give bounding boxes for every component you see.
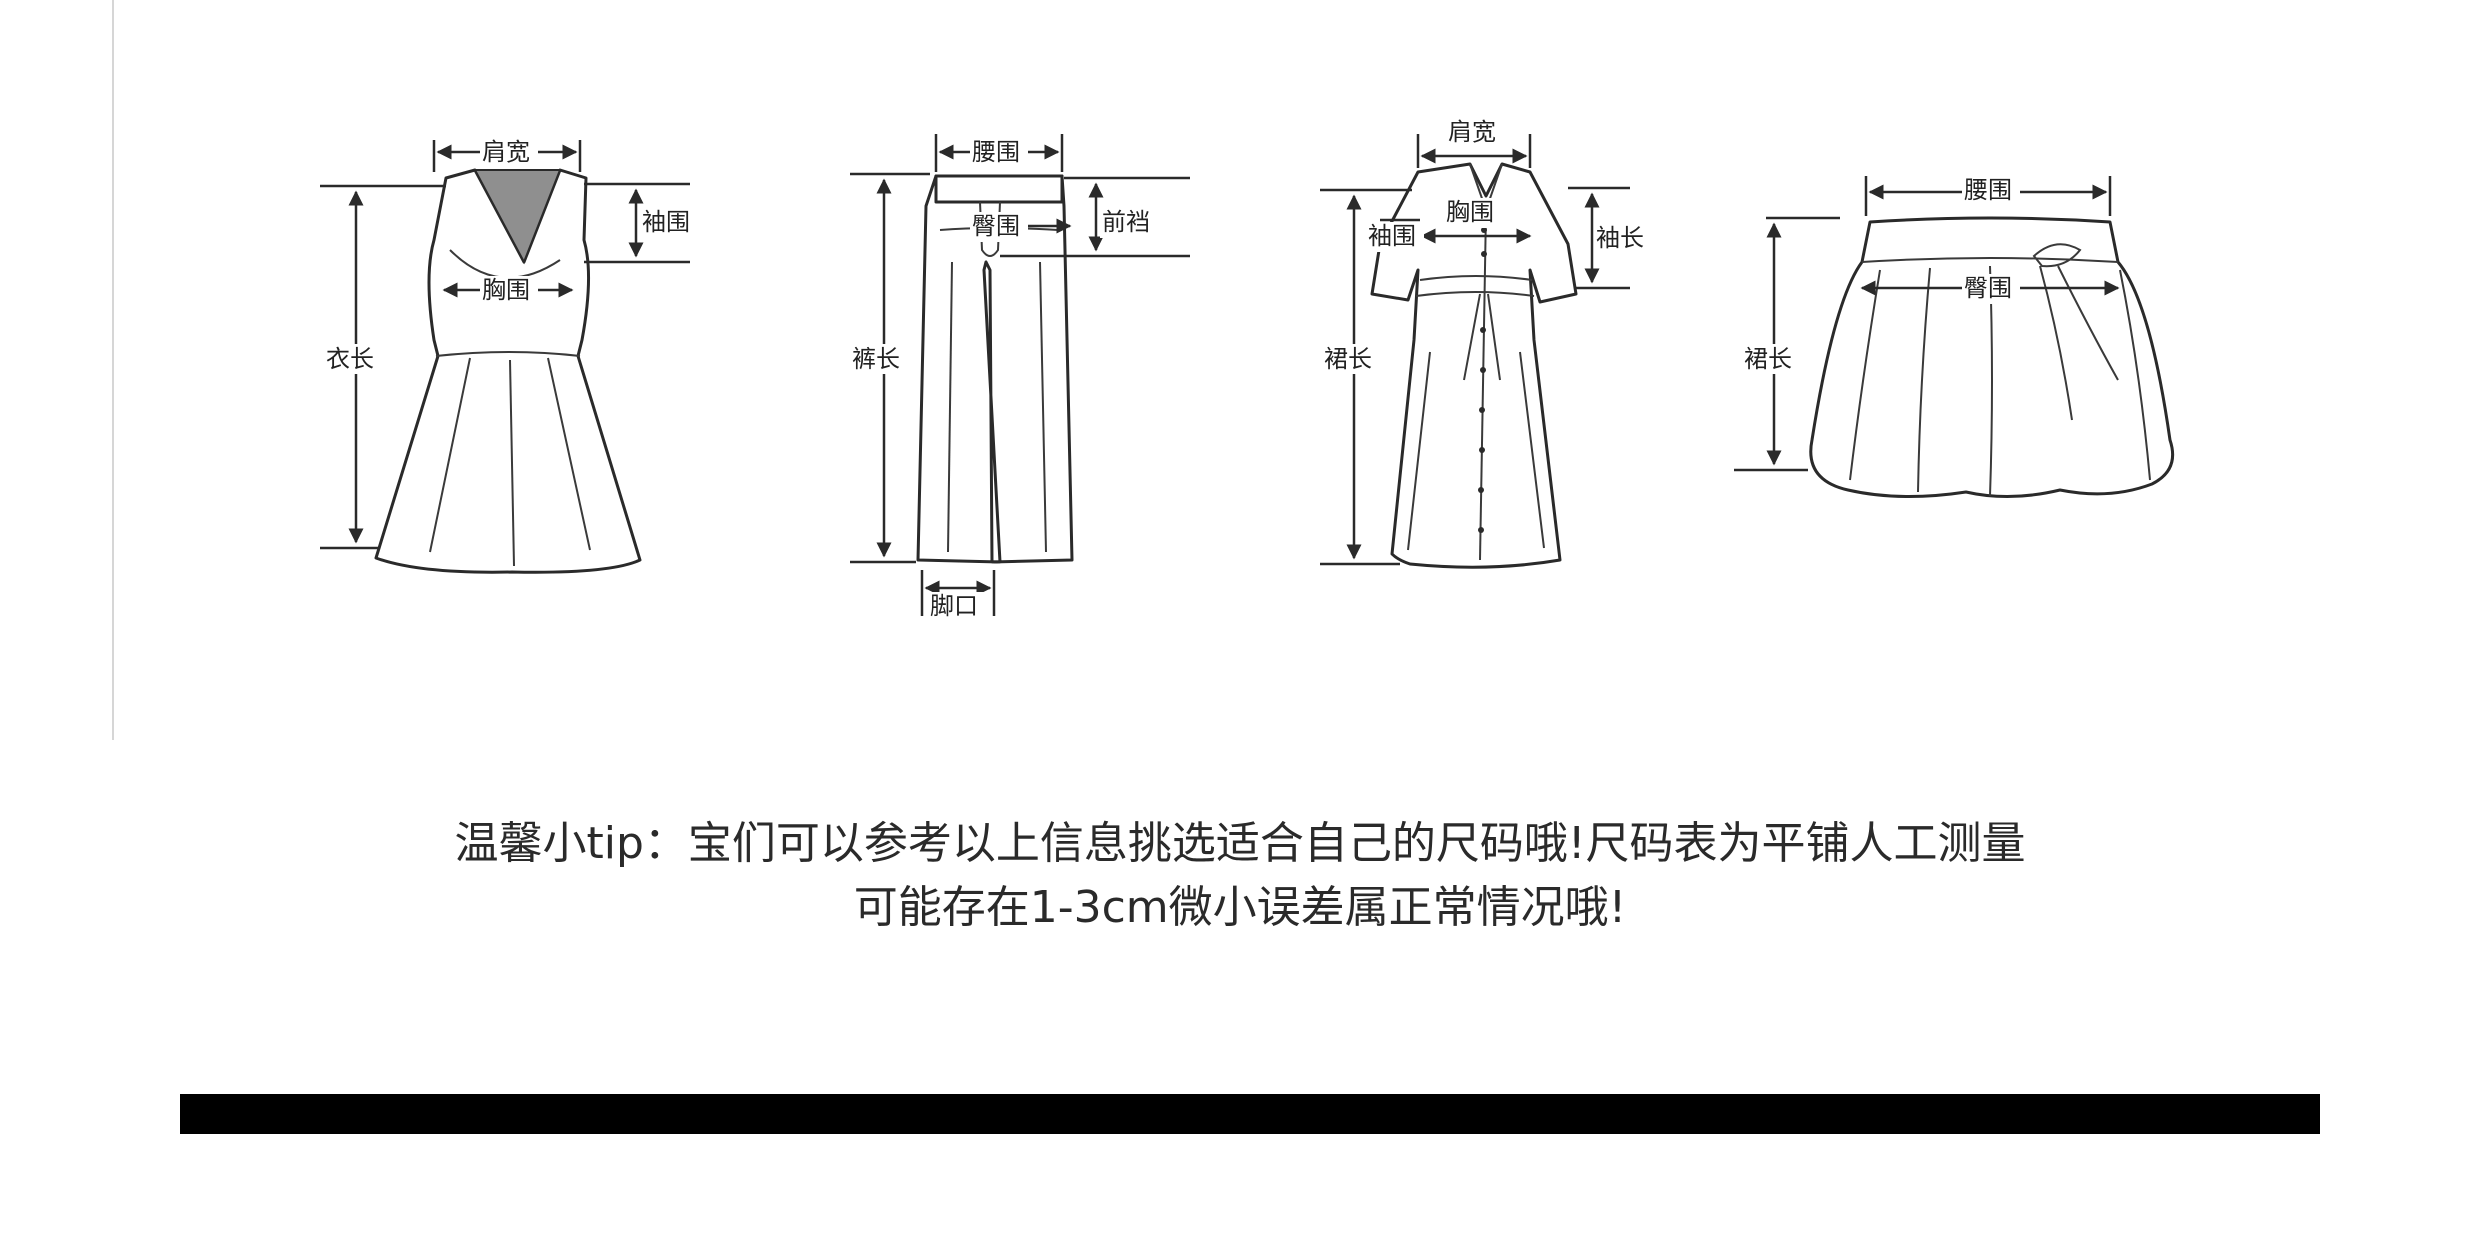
long-dress-sleeve-opening-label: 袖围 [1368, 222, 1416, 250]
long-dress-shoulder-label: 肩宽 [1448, 118, 1496, 146]
section-divider-bar [180, 1094, 2320, 1134]
dress-labels: 肩宽 袖围 胸围 衣长 [326, 138, 698, 374]
long-dress-labels: 肩宽 胸围 袖围 袖长 裙长 [1324, 118, 1652, 374]
dress-shoulder-label: 肩宽 [482, 138, 530, 166]
skirt-figure [1809, 216, 2175, 499]
measurement-tip-line-2: 可能存在1-3cm微小误差属正常情况哦! [853, 882, 1627, 933]
size-measurement-diagram: 肩宽 袖围 胸围 衣长 腰围 臀围 前裆 [320, 118, 2175, 622]
pants-waist-label: 腰围 [972, 138, 1020, 166]
pants-front-rise-label: 前裆 [1102, 208, 1150, 236]
pants-length-label: 裤长 [852, 345, 900, 373]
skirt-hip-label: 臀围 [1964, 274, 2012, 302]
wide-leg-pants-figure [916, 174, 1074, 564]
sleeveless-dress-figure [374, 168, 642, 574]
long-dress-chest-label: 胸围 [1446, 198, 1494, 226]
measurement-tip-line-1: 温馨小tip：宝们可以参考以上信息挑选适合自己的尺码哦!尺码表为平铺人工测量 [454, 818, 2026, 869]
skirt-labels: 腰围 臀围 裙长 [1744, 176, 2020, 374]
skirt-waist-label: 腰围 [1964, 176, 2012, 204]
long-dress-sleeve-length-label: 袖长 [1596, 224, 1644, 252]
long-dress-length-label: 裙长 [1324, 345, 1372, 373]
dress-length-label: 衣长 [326, 345, 374, 373]
dress-chest-label: 胸围 [482, 276, 530, 304]
dress-sleeve-opening-label: 袖围 [642, 208, 690, 236]
skirt-length-label: 裙长 [1744, 345, 1792, 373]
long-dress-dimension-lines [1320, 134, 1630, 566]
long-dress-figure [1370, 162, 1578, 569]
pants-hip-label: 臀围 [972, 212, 1020, 240]
pants-labels: 腰围 臀围 前裆 裤长 脚口 [852, 138, 1158, 622]
pants-leg-opening-label: 脚口 [930, 592, 978, 620]
left-border-line [112, 0, 114, 740]
